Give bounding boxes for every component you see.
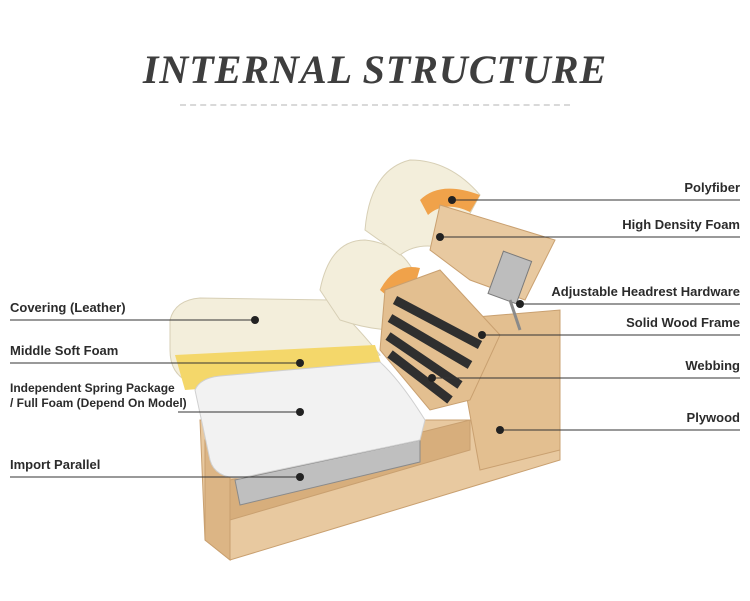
dot-middle-foam (296, 359, 304, 367)
dot-spring (296, 408, 304, 416)
label-spring-line2: / Full Foam (Depend On Model) (10, 396, 187, 410)
spring-package (194, 361, 426, 479)
dot-polyfiber (448, 196, 456, 204)
dot-covering (251, 316, 259, 324)
dot-high-density-foam (436, 233, 444, 241)
dot-plywood (496, 426, 504, 434)
label-headrest-hardware: Adjustable Headrest Hardware (551, 284, 740, 299)
webbing-strap-3 (385, 332, 463, 389)
page-title: INTERNAL STRUCTURE (142, 47, 608, 92)
headrest-hardware-rod (508, 299, 522, 331)
label-solid-wood-frame: Solid Wood Frame (626, 315, 740, 330)
label-spring-package: Independent Spring Package / Full Foam (… (10, 381, 187, 411)
label-webbing: Webbing (685, 358, 740, 373)
title-divider (180, 104, 570, 106)
label-covering: Covering (Leather) (10, 300, 126, 315)
dot-solid-wood-frame (478, 331, 486, 339)
dot-headrest-hardware (516, 300, 524, 308)
label-polyfiber: Polyfiber (684, 180, 740, 195)
label-import-parallel: Import Parallel (10, 457, 101, 472)
label-spring-line1: Independent Spring Package (10, 381, 175, 395)
headrest-hardware-plate (487, 250, 533, 305)
dot-import-parallel (296, 473, 304, 481)
dot-webbing (428, 374, 436, 382)
label-plywood: Plywood (686, 410, 740, 425)
webbing-strap-2 (387, 314, 473, 369)
label-high-density-foam: High Density Foam (622, 217, 740, 232)
webbing-strap-1 (392, 296, 483, 349)
webbing-strap-4 (387, 350, 453, 404)
label-middle-foam: Middle Soft Foam (10, 343, 119, 358)
